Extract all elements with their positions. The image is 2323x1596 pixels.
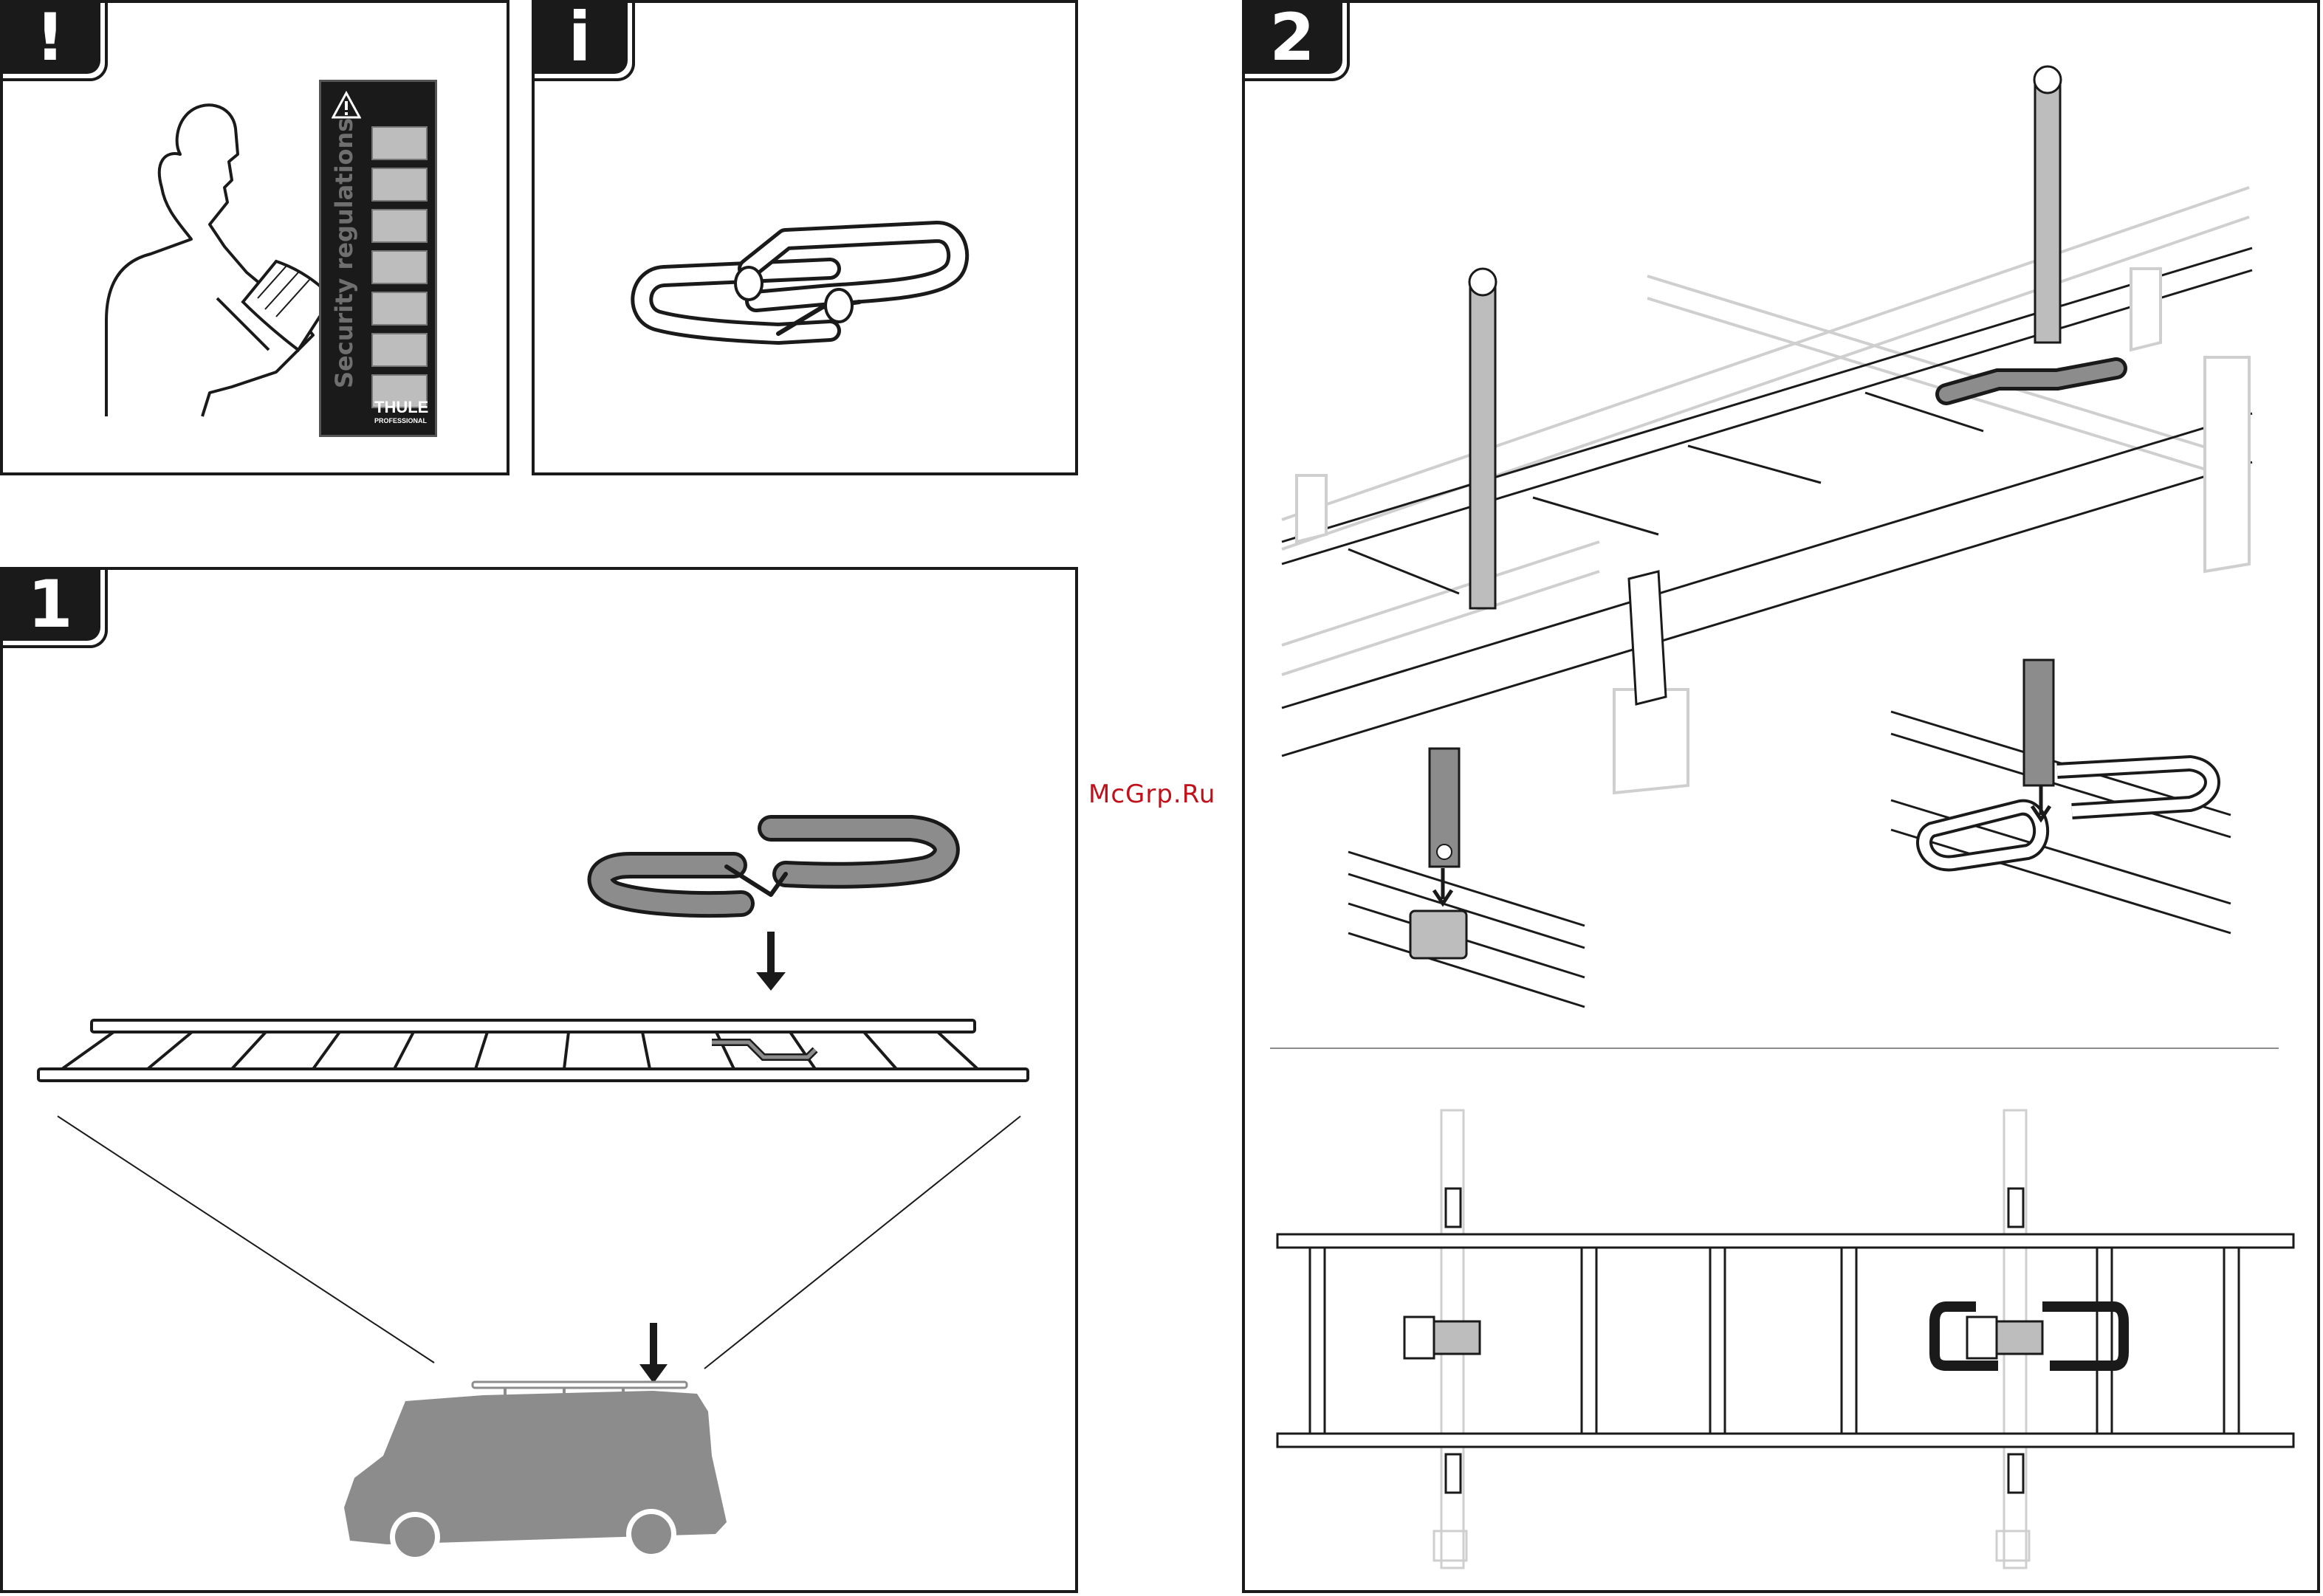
booklet-brand-sub: PROFESSIONAL: [374, 417, 427, 424]
down-arrow-icon: [639, 1323, 668, 1383]
panel-step2: 2: [1242, 0, 2320, 1593]
booklet-thumb: [371, 333, 428, 367]
top-view-ladder: [1277, 1110, 2293, 1568]
booklet-thumb: [371, 250, 428, 284]
booklet-title: Security regulations: [329, 145, 359, 388]
security-booklet: Security regulations THULE PROFESSIONAL: [319, 80, 437, 437]
inset-detail-left: [1348, 749, 1585, 1007]
ladder-hook-illustration: [535, 3, 1081, 478]
booklet-thumb: [371, 292, 428, 326]
van-silhouette: [344, 1382, 727, 1562]
booklet-thumb: [371, 126, 428, 160]
watermark-text: McGrp.Ru: [1088, 780, 1215, 809]
booklet-thumb: [371, 209, 428, 243]
booklet-thumb: [371, 168, 428, 202]
booklet-brand: THULE: [374, 398, 428, 417]
panel-step1: 1: [0, 567, 1078, 1593]
down-arrow-icon: [756, 932, 786, 991]
panel-warning: ! Security regulations THULE PROFESSIONA…: [0, 0, 509, 475]
inset-detail-right: [1891, 660, 2231, 933]
ladder-mounting-illustration: [3, 570, 1081, 1596]
booklet-thumbnails: [371, 126, 428, 416]
ladder-shape: [38, 1020, 1028, 1081]
ladder-on-roof-illustration: [1245, 3, 2323, 1596]
warning-triangle-icon: [332, 91, 361, 120]
panel-info: i: [532, 0, 1078, 475]
hook-shape: [601, 828, 947, 904]
